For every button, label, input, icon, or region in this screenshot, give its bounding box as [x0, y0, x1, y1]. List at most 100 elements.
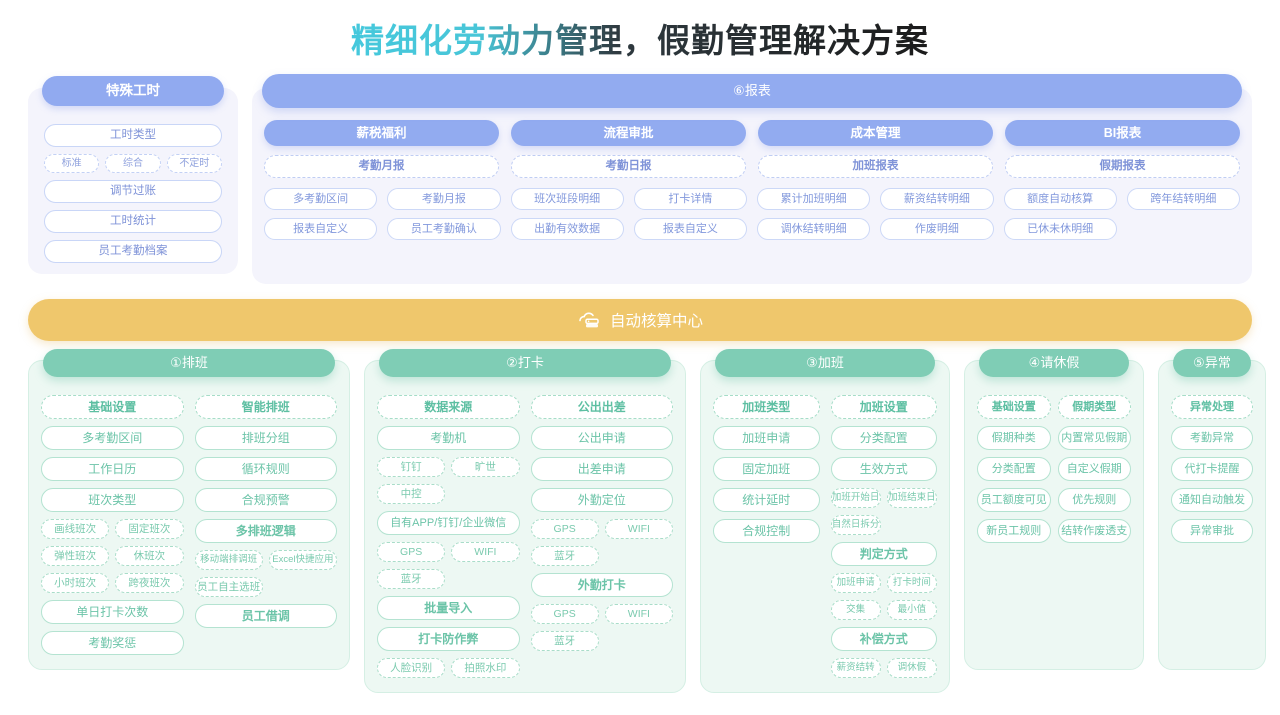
module-item[interactable]: 分类配置 — [977, 457, 1051, 481]
module-mini[interactable]: 固定班次 — [115, 519, 184, 539]
report-item[interactable]: 报表自定义 — [633, 218, 747, 240]
module-item[interactable]: 工作日历 — [41, 457, 184, 481]
report-item[interactable]: 作废明细 — [880, 218, 994, 240]
module-mini[interactable]: 休班次 — [115, 546, 184, 566]
module-item[interactable]: 考勤奖惩 — [41, 631, 184, 655]
report-item[interactable]: 报表自定义 — [264, 218, 378, 240]
module-mini[interactable]: GPS — [530, 519, 599, 539]
module-item[interactable]: 公出申请 — [530, 426, 673, 450]
module-item[interactable]: 结转作废透支 — [1057, 519, 1131, 543]
module-item[interactable]: 合规控制 — [713, 519, 820, 543]
module-mini[interactable]: 薪资结转 — [830, 658, 881, 678]
report-subcategory[interactable]: 假期报表 — [1005, 155, 1240, 178]
module-mini[interactable]: 交集 — [830, 600, 881, 620]
module-mini[interactable]: 拍照水印 — [451, 658, 520, 678]
module-mini[interactable]: 人脸识别 — [377, 658, 446, 678]
report-category[interactable]: 薪税福利 — [264, 120, 499, 146]
module-item[interactable]: 员工借调 — [194, 604, 337, 628]
report-item[interactable]: 班次班段明细 — [510, 188, 624, 210]
module-mini[interactable]: 加班结束日 — [886, 488, 937, 508]
subcolumn-title[interactable]: 加班类型 — [713, 395, 820, 419]
report-subcategory[interactable]: 考勤日报 — [511, 155, 746, 178]
module-mini[interactable]: WIFI — [604, 519, 673, 539]
module-item[interactable]: 生效方式 — [830, 457, 937, 481]
report-item[interactable]: 打卡详情 — [633, 188, 747, 210]
report-item[interactable]: 薪资结转明细 — [880, 188, 994, 210]
module-mini[interactable]: 画线班次 — [41, 519, 110, 539]
report-item[interactable]: 出勤有效数据 — [510, 218, 624, 240]
report-item[interactable]: 额度自动核算 — [1003, 188, 1117, 210]
module-item[interactable]: 假期种类 — [977, 426, 1051, 450]
subcolumn-title[interactable]: 基础设置 — [41, 395, 184, 419]
module-mini[interactable]: 打卡时间 — [886, 573, 937, 593]
module-mini[interactable]: 最小值 — [886, 600, 937, 620]
special-hours-item[interactable]: 调节过账 — [44, 180, 222, 203]
module-mini[interactable]: GPS — [530, 604, 599, 624]
module-item[interactable]: 循环规则 — [194, 457, 337, 481]
module-mini[interactable]: Excel快捷应用 — [268, 550, 337, 570]
module-item[interactable]: 排班分组 — [194, 426, 337, 450]
module-item[interactable]: 合规预警 — [194, 488, 337, 512]
report-item[interactable]: 跨年结转明细 — [1126, 188, 1240, 210]
report-item[interactable]: 累计加班明细 — [757, 188, 871, 210]
module-mini[interactable]: GPS — [377, 542, 446, 562]
module-item[interactable]: 打卡防作弊 — [377, 627, 520, 651]
report-subcategory[interactable]: 加班报表 — [758, 155, 993, 178]
module-item[interactable]: 外勤打卡 — [530, 573, 673, 597]
module-mini[interactable]: 自然日拆分 — [830, 515, 881, 535]
module-item[interactable]: 批量导入 — [377, 596, 520, 620]
module-item[interactable]: 统计延时 — [713, 488, 820, 512]
module-mini[interactable]: 蓝牙 — [530, 546, 599, 566]
module-item[interactable]: 自定义假期 — [1057, 457, 1131, 481]
module-item[interactable]: 出差申请 — [530, 457, 673, 481]
module-mini[interactable]: 弹性班次 — [41, 546, 110, 566]
module-mini[interactable]: 跨夜班次 — [115, 573, 184, 593]
module-mini[interactable]: 移动端排调班 — [194, 550, 263, 570]
module-item[interactable]: 考勤异常 — [1171, 426, 1253, 450]
report-category[interactable]: BI报表 — [1005, 120, 1240, 146]
module-mini[interactable]: 蓝牙 — [377, 569, 446, 589]
module-item[interactable]: 单日打卡次数 — [41, 600, 184, 624]
module-mini[interactable]: 蓝牙 — [530, 631, 599, 651]
report-subcategory[interactable]: 考勤月报 — [264, 155, 499, 178]
report-item[interactable]: 多考勤区间 — [264, 188, 378, 210]
module-item[interactable]: 员工额度可见 — [977, 488, 1051, 512]
module-mini[interactable]: 员工自主选班 — [194, 577, 263, 597]
module-item[interactable]: 外勤定位 — [530, 488, 673, 512]
special-hours-mini[interactable]: 不定时 — [166, 154, 222, 173]
module-mini[interactable]: WIFI — [604, 604, 673, 624]
special-hours-item[interactable]: 员工考勤档案 — [44, 240, 222, 263]
subcolumn-title[interactable]: 加班设置 — [830, 395, 937, 419]
report-category[interactable]: 流程审批 — [511, 120, 746, 146]
module-item[interactable]: 自有APP/钉钉/企业微信 — [377, 511, 520, 535]
subcolumn-title[interactable]: 智能排班 — [194, 395, 337, 419]
module-item[interactable]: 优先规则 — [1057, 488, 1131, 512]
module-mini[interactable]: 中控 — [377, 484, 446, 504]
module-item[interactable]: 多排班逻辑 — [194, 519, 337, 543]
module-mini[interactable]: 钉钉 — [377, 457, 446, 477]
special-hours-item[interactable]: 工时类型 — [44, 124, 222, 147]
special-hours-item[interactable]: 工时统计 — [44, 210, 222, 233]
subcolumn-title[interactable]: 假期类型 — [1057, 395, 1131, 419]
module-item[interactable]: 多考勤区间 — [41, 426, 184, 450]
module-item[interactable]: 通知自动触发 — [1171, 488, 1253, 512]
report-item[interactable]: 已休未休明细 — [1003, 218, 1117, 240]
module-mini[interactable]: WIFI — [451, 542, 520, 562]
subcolumn-title[interactable]: 公出出差 — [530, 395, 673, 419]
report-item[interactable]: 调休结转明细 — [757, 218, 871, 240]
module-item[interactable]: 内置常见假期 — [1057, 426, 1131, 450]
special-hours-mini[interactable]: 综合 — [105, 154, 161, 173]
module-item[interactable]: 补偿方式 — [830, 627, 937, 651]
module-item[interactable]: 判定方式 — [830, 542, 937, 566]
subcolumn-title[interactable]: 基础设置 — [977, 395, 1051, 419]
special-hours-mini[interactable]: 标准 — [44, 154, 100, 173]
subcolumn-title[interactable]: 异常处理 — [1171, 395, 1253, 419]
report-category[interactable]: 成本管理 — [758, 120, 993, 146]
module-item[interactable]: 固定加班 — [713, 457, 820, 481]
subcolumn-title[interactable]: 数据来源 — [377, 395, 520, 419]
module-item[interactable]: 考勤机 — [377, 426, 520, 450]
module-item[interactable]: 异常审批 — [1171, 519, 1253, 543]
module-item[interactable]: 分类配置 — [830, 426, 937, 450]
module-item[interactable]: 新员工规则 — [977, 519, 1051, 543]
module-mini[interactable]: 小时班次 — [41, 573, 110, 593]
